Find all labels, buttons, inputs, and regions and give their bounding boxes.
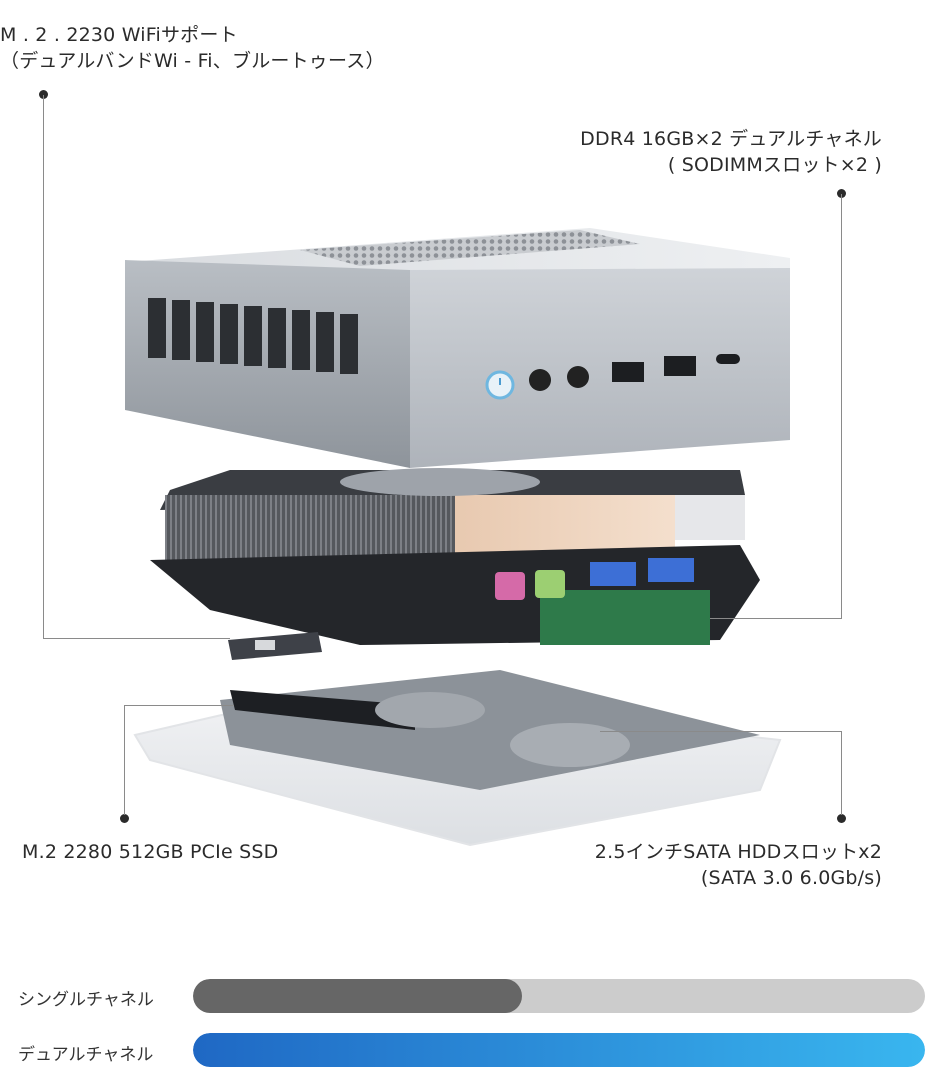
callout-dot-wifi xyxy=(39,90,48,99)
drive-tray xyxy=(133,670,782,847)
usb-port-icon xyxy=(664,356,696,376)
callout-wifi-title: M . 2 . 2230 WiFiサポート xyxy=(0,24,238,46)
single-channel-label: シングルチャネル xyxy=(18,990,154,1010)
callout-wifi-detail: （デュアルバンドWi - Fi、ブルートゥース） xyxy=(0,50,385,72)
blue-usb-port-icon xyxy=(590,562,636,586)
mic-jack-icon xyxy=(529,369,551,391)
mini-pc-exploded-illustration xyxy=(125,228,790,847)
callout-hdd-title: 2.5インチSATA HDDスロットx2 xyxy=(594,841,882,863)
callout-ram-title: DDR4 16GB×2 デュアルチャネル xyxy=(580,128,882,150)
callout-line-hdd xyxy=(841,731,842,815)
power-button-icon xyxy=(485,370,515,400)
single-channel-bar-fill xyxy=(193,979,523,1013)
single-channel-bar xyxy=(193,979,925,1013)
dual-channel-label: デュアルチャネル xyxy=(18,1045,154,1065)
callout-ram-detail: ( SODIMMスロット×2 ) xyxy=(667,154,882,176)
callout-hdd-detail: (SATA 3.0 6.0Gb/s) xyxy=(700,867,882,889)
callout-hdd: 2.5インチSATA HDDスロットx2 (SATA 3.0 6.0Gb/s) xyxy=(595,839,882,891)
callout-dot-ram xyxy=(837,189,846,198)
blue-usb-port-icon xyxy=(648,558,694,582)
callout-line-ssd xyxy=(124,705,234,706)
callout-dot-ssd xyxy=(120,814,129,823)
callout-dot-hdd xyxy=(837,814,846,823)
wifi-card xyxy=(228,632,322,660)
usb-c-port-icon xyxy=(716,354,740,364)
callout-line-hdd xyxy=(600,731,842,732)
callout-line-ssd xyxy=(124,705,125,815)
callout-line-wifi xyxy=(43,638,230,639)
callout-line-ram xyxy=(710,618,842,619)
callout-ssd-title: M.2 2280 512GB PCIe SSD xyxy=(22,841,279,863)
green-audio-jack-icon xyxy=(535,570,565,598)
pink-audio-jack-icon xyxy=(495,572,525,600)
callout-line-ram xyxy=(841,194,842,618)
callout-wifi: M . 2 . 2230 WiFiサポート （デュアルバンドWi - Fi、ブル… xyxy=(0,22,385,74)
dual-channel-bar xyxy=(193,1033,925,1067)
callout-ssd: M.2 2280 512GB PCIe SSD xyxy=(22,839,278,865)
pc-case xyxy=(125,228,790,468)
headphone-jack-icon xyxy=(567,366,589,388)
callout-ram: DDR4 16GB×2 デュアルチャネル ( SODIMMスロット×2 ) xyxy=(580,126,882,178)
dual-channel-bar-fill xyxy=(193,1033,925,1067)
callout-line-wifi xyxy=(43,95,44,638)
usb-port-icon xyxy=(612,362,644,382)
